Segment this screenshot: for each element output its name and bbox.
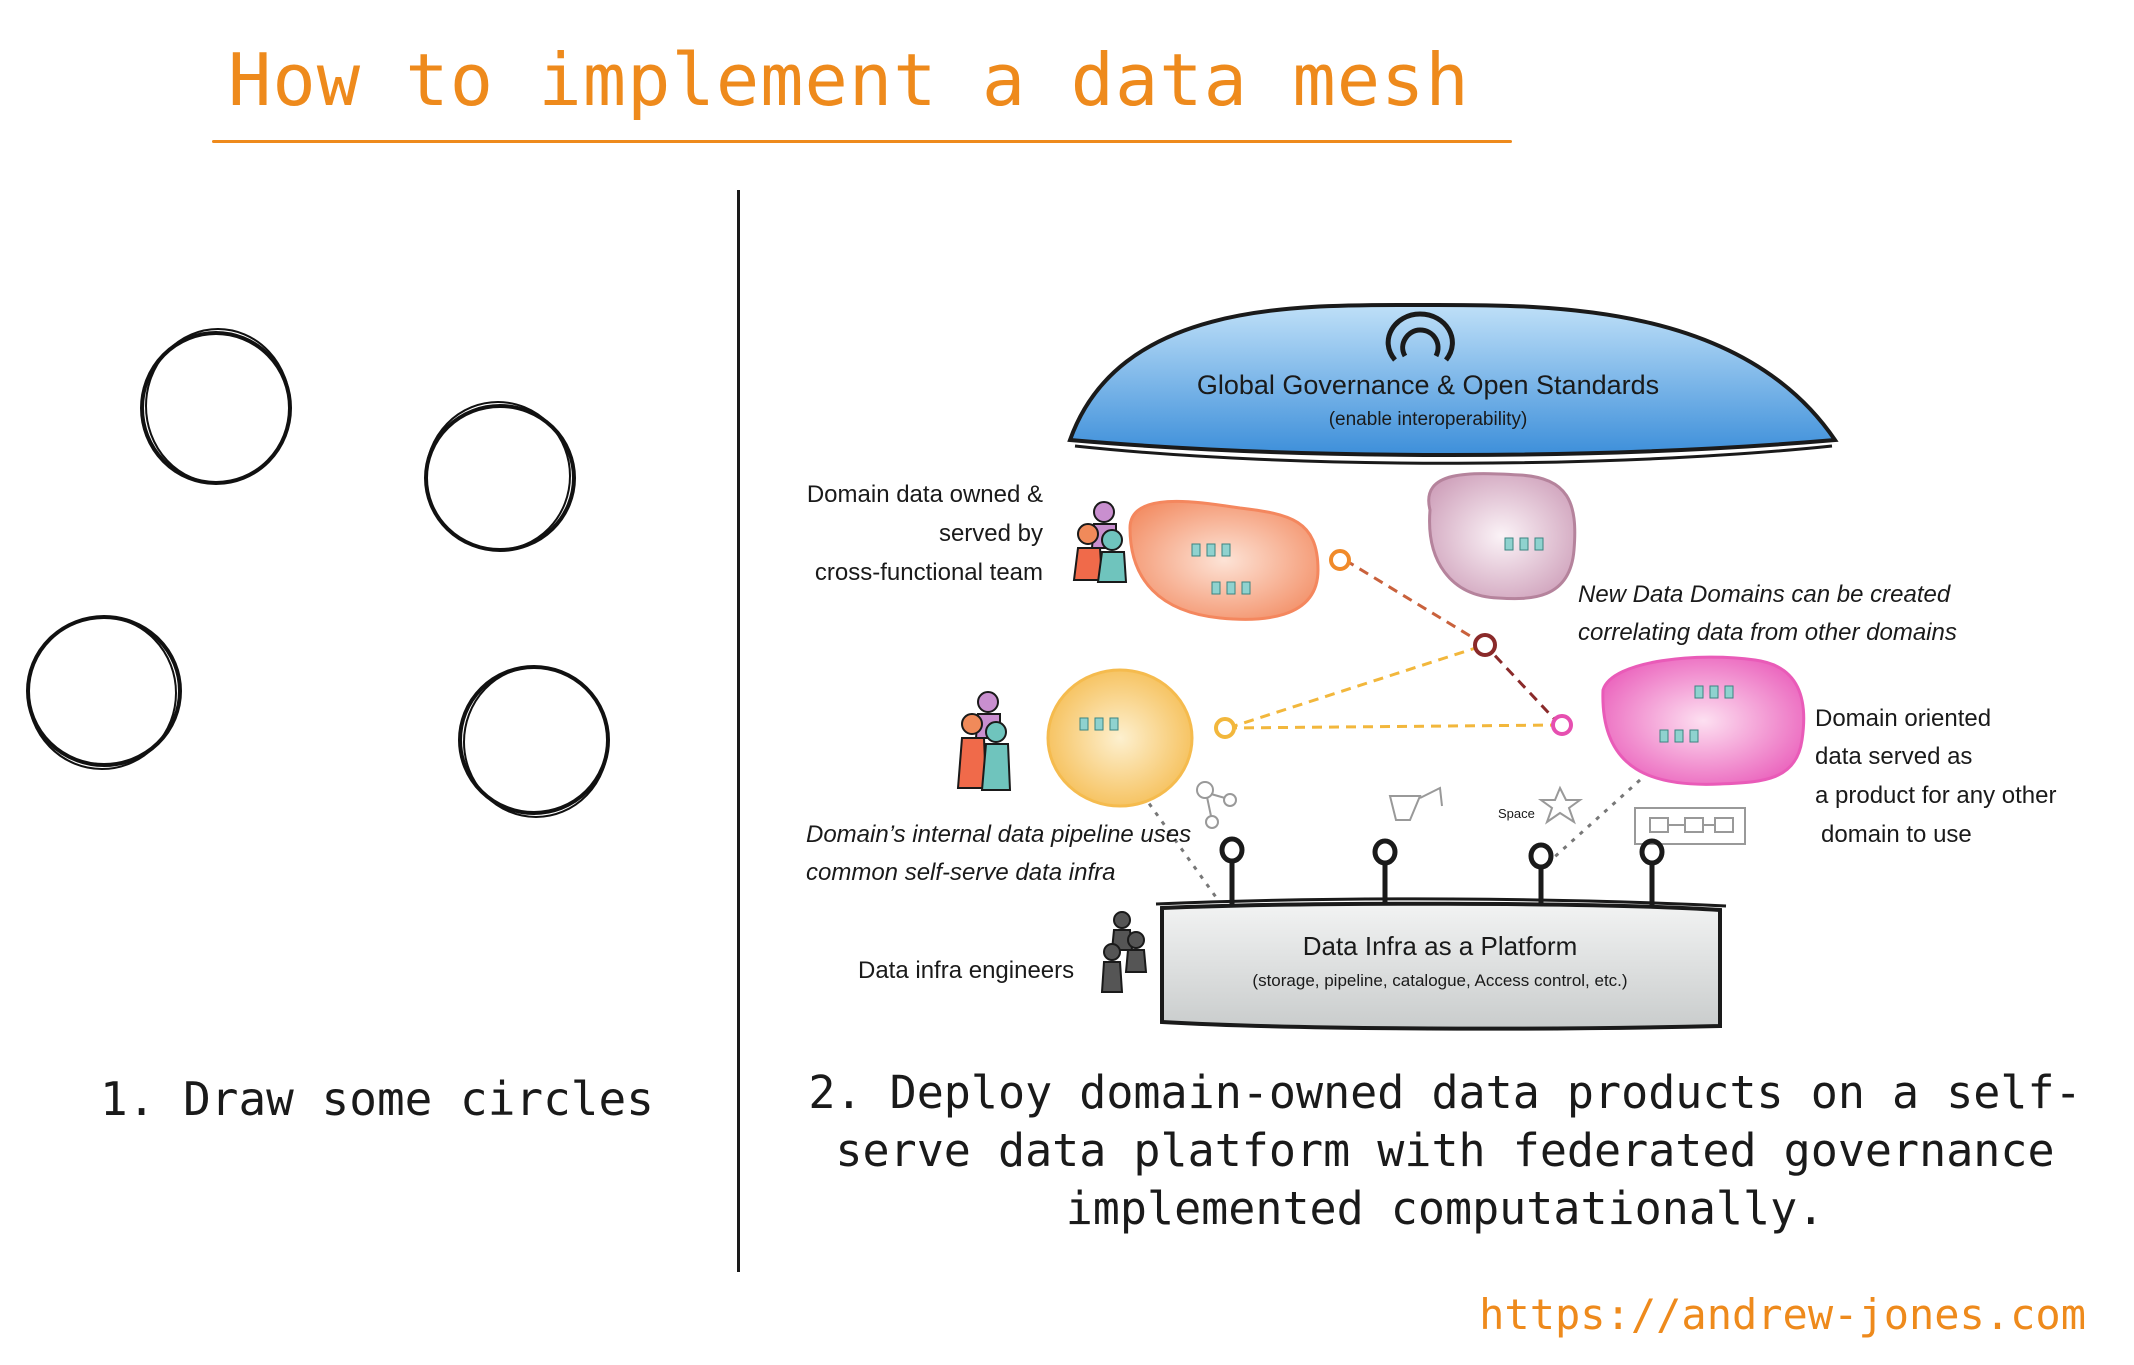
pipeline-tool-icon (1388, 786, 1443, 821)
label-domain-owned-line-1: Domain data owned & (807, 481, 1043, 508)
label-domain-oriented-line-2: data served as (1815, 743, 1972, 770)
platform-subtitle: (storage, pipeline, catalogue, Access co… (1252, 971, 1627, 990)
label-new-domains-line-2: correlating data from other domains (1578, 619, 1957, 646)
label-domain-oriented: Domain oriented data served as a product… (1815, 705, 2056, 848)
platform-tools: Space (1196, 781, 1746, 845)
connection-red-to-new (1344, 558, 1486, 647)
label-new-domains: New Data Domains can be created correlat… (1578, 581, 1957, 646)
label-domain-owned-line-2: served by (939, 520, 1043, 547)
space-tool-icon (1537, 785, 1584, 825)
space-tool-label: Space (1498, 806, 1535, 821)
right-caption: 2. Deploy domain-owned data products on … (808, 1066, 2082, 1235)
data-product-icon (1504, 537, 1544, 551)
label-pipeline: Domain’s internal data pipeline uses com… (806, 821, 1191, 886)
label-pipeline-line-2: common self-serve data infra (806, 859, 1115, 886)
network-tool-icon (1196, 781, 1237, 829)
site-url[interactable]: https://andrew-jones.com (1479, 1290, 2086, 1339)
platform-plugs (1219, 836, 1665, 906)
data-product-icon (1079, 717, 1119, 731)
domain-purple (1427, 472, 1577, 601)
title-underline (212, 140, 1512, 143)
node-new (1473, 633, 1497, 657)
plug-icon (1639, 838, 1665, 906)
cross-functional-team-icon (1072, 501, 1128, 583)
node-red (1329, 549, 1351, 571)
plug-icon (1528, 842, 1554, 906)
label-domain-oriented-line-3: a product for any other (1815, 782, 2056, 809)
left-caption: 1. Draw some circles (100, 1072, 654, 1126)
connection-yellow-to-new (1227, 643, 1486, 730)
connection-nodes (1214, 549, 1573, 739)
label-new-domains-line-1: New Data Domains can be created (1578, 581, 1951, 608)
data-product-icon (1191, 543, 1251, 595)
governance-dome: Global Governance & Open Standards (enab… (1067, 302, 1839, 465)
circle-shape (26, 615, 182, 770)
domain-connections (1227, 558, 1562, 730)
governance-title: Global Governance & Open Standards (1197, 370, 1659, 400)
governance-icon (1385, 311, 1455, 362)
circle-shape (424, 401, 576, 552)
hand-drawn-circles (26, 328, 610, 818)
vertical-divider (737, 190, 740, 1272)
domain-yellow (1046, 668, 1194, 808)
governance-subtitle: (enable interoperability) (1329, 409, 1528, 430)
label-domain-oriented-line-1: Domain oriented (1815, 705, 1991, 732)
domain-pink (1601, 655, 1806, 786)
data-infra-platform: Data Infra as a Platform (storage, pipel… (1155, 897, 1727, 1031)
catalogue-tool-icon (1634, 807, 1746, 845)
node-pink (1551, 714, 1573, 736)
data-infra-engineers-icon (1100, 911, 1148, 993)
label-pipeline-line-1: Domain’s internal data pipeline uses (806, 821, 1191, 848)
plug-icon (1372, 838, 1398, 906)
label-domain-oriented-line-4: domain to use (1821, 821, 1972, 848)
data-product-icon (1659, 685, 1734, 743)
platform-title: Data Infra as a Platform (1303, 931, 1578, 961)
connection-pink-to-new (1483, 643, 1562, 727)
circle-shape (140, 328, 292, 485)
domain-red (1128, 499, 1320, 621)
cross-functional-team-icon (956, 691, 1012, 791)
label-infra-engineers: Data infra engineers (858, 957, 1074, 984)
label-domain-owned: Domain data owned & served by cross-func… (807, 481, 1043, 586)
plug-icon (1219, 836, 1245, 906)
connection-pink-to-yellow (1227, 723, 1561, 730)
circle-shape (458, 665, 610, 818)
node-yellow (1214, 717, 1236, 739)
label-domain-owned-line-3: cross-functional team (815, 559, 1043, 586)
page-title: How to implement a data mesh (228, 38, 1470, 122)
